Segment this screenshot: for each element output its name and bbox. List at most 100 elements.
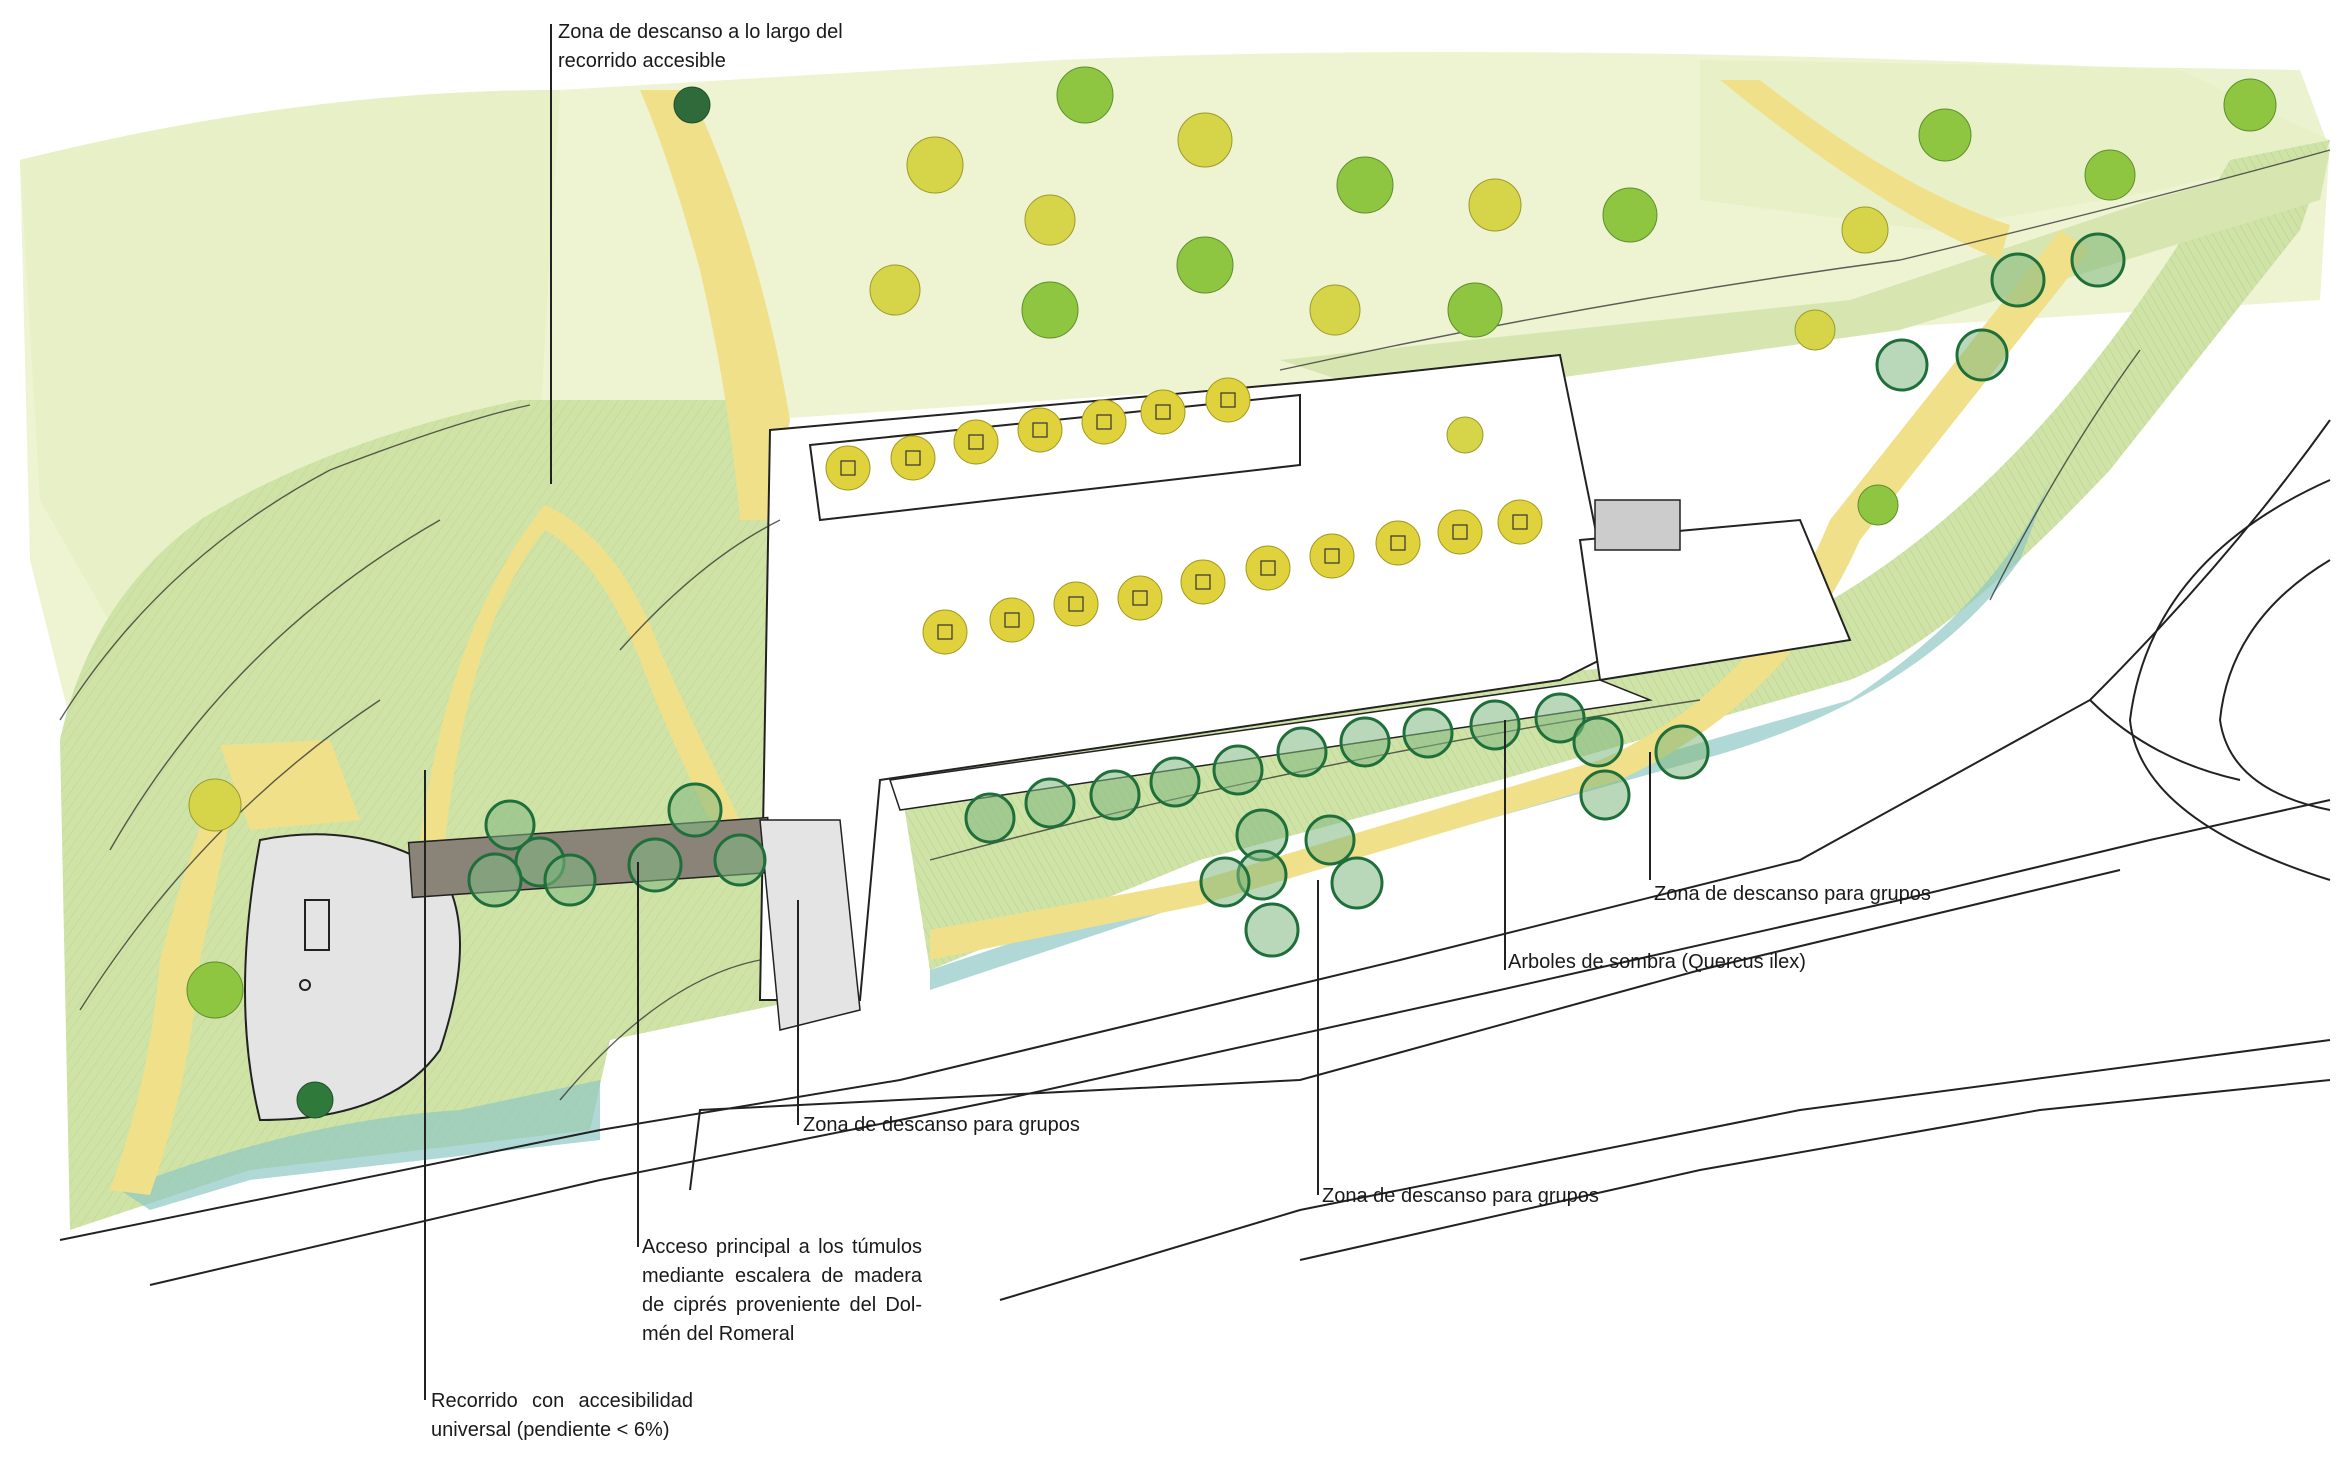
holm-oak-icon [667, 782, 723, 838]
label-text: Arboles de sombra (Quercus ilex) [1508, 951, 1806, 973]
label-groups-center: Zona de descanso para grupos [803, 1111, 1080, 1140]
cypress-tree-icon [1309, 533, 1355, 579]
holm-oak-icon [1089, 769, 1141, 821]
label-groups-bottom: Zona de descanso para grupos [1322, 1182, 1599, 1211]
olive-tree-icon [1021, 281, 1079, 339]
holm-oak-icon [1199, 856, 1251, 908]
label-line: Recorrido con accesibilidad [431, 1390, 693, 1412]
cypress-tree-icon [1053, 581, 1099, 627]
label-text: Zona de descanso para grupos [1322, 1185, 1599, 1207]
holm-oak-icon [1534, 692, 1586, 744]
circular-plaza [244, 833, 461, 1122]
cypress-tree-icon [953, 419, 999, 465]
holm-oak-icon [1304, 814, 1356, 866]
holm-oak-icon [1339, 716, 1391, 768]
olive-tree-icon [1447, 282, 1503, 338]
holm-oak-icon [1654, 724, 1710, 780]
cypress-tree-icon [1245, 545, 1291, 591]
road-edge-3 [689, 869, 2121, 1191]
holm-oak-icon [467, 852, 523, 908]
holm-oaks [467, 232, 2126, 958]
cypress-tree-icon [1140, 389, 1186, 435]
olive-tree-icon [1841, 206, 1889, 254]
road-edge-2 [149, 799, 2331, 1286]
olive-tree-icon [1446, 416, 1484, 454]
plaza-bench [304, 899, 330, 951]
olive-tree-icon [1468, 178, 1522, 232]
label-text: Zona de descanso para grupos [803, 1114, 1080, 1136]
holm-oak-icon [1402, 707, 1454, 759]
cypress-tree-icon [1017, 407, 1063, 453]
label-groups-right: Zona de descanso para grupos [1654, 880, 1931, 909]
leader-lines [424, 24, 1651, 1400]
meadow-area-north-east [1700, 60, 2330, 230]
label-line: Acceso principal a los túmulos [642, 1236, 922, 1258]
label-accessible-route: Recorrido con accesibilidad universal (p… [431, 1387, 693, 1445]
stairs [1594, 499, 1681, 551]
east-lower-plaza [889, 679, 1653, 811]
label-line: mediante escalera de madera [642, 1265, 922, 1287]
olive-tree-icon [1177, 112, 1233, 168]
holm-oak-icon [1875, 338, 1929, 392]
olive-tree-icon [869, 264, 921, 316]
cypress-tree-icon [1437, 509, 1483, 555]
holm-oak-icon [627, 837, 683, 893]
label-line: recorrido accesible [558, 50, 726, 72]
holm-oak-icon [1990, 252, 2046, 308]
accessible-loop-path [420, 505, 740, 840]
holm-oak-icon [713, 833, 767, 887]
holm-oak-icon [1024, 777, 1076, 829]
cypress-tree-icon [1375, 520, 1421, 566]
label-shade-trees: Arboles de sombra (Quercus ilex) [1508, 948, 1806, 977]
holm-oak-icon [1469, 699, 1521, 751]
olive-tree-icon [296, 1081, 334, 1119]
olive-tree-icon [1794, 309, 1836, 351]
cypress-row-south [922, 499, 1543, 655]
plaza-marker [299, 979, 311, 991]
label-main-access: Acceso principal a los túmulos mediante … [642, 1233, 922, 1349]
olive-tree-icon [188, 778, 242, 832]
holm-oak-icon [964, 792, 1016, 844]
olive-tree-icon [186, 961, 244, 1019]
holm-oak-icon [2070, 232, 2126, 288]
cypress-tree-icon [1205, 377, 1251, 423]
cypress-tree-icon [989, 597, 1035, 643]
meadow-area-north [20, 90, 560, 640]
label-text: Zona de descanso para grupos [1654, 883, 1931, 905]
branch-road [2089, 699, 2241, 781]
cypress-tree-icon [922, 609, 968, 655]
meadow-area [20, 52, 2330, 760]
holm-oak-icon [1330, 856, 1384, 910]
building-block [1578, 518, 1852, 682]
holm-oak-icon [1244, 902, 1300, 958]
label-line: universal (pendiente < 6%) [431, 1419, 670, 1441]
olive-tree-icon [2223, 78, 2277, 132]
cypress-row-north [825, 377, 1251, 491]
cypress-tree-icon [890, 435, 936, 481]
olive-tree-icon [1602, 187, 1658, 243]
olive-tree-icon [1309, 284, 1361, 336]
olive-tree-icon [1857, 484, 1899, 526]
west-hill-shade [120, 1080, 600, 1210]
holm-oak-icon [543, 853, 597, 907]
olive-tree-icon [1024, 194, 1076, 246]
olive-tree-icon [1336, 156, 1394, 214]
olive-tree-icon [673, 86, 711, 124]
holm-oak-icon [1572, 716, 1624, 768]
cypress-tree-icon [1081, 399, 1127, 445]
roundabout [2128, 479, 2331, 881]
road-edge-1 [59, 419, 2331, 1241]
road-edge-4 [999, 1039, 2331, 1301]
olive-tree-icon [1056, 66, 1114, 124]
cypress-tree-icon [1180, 559, 1226, 605]
olive-tree-icon [1918, 108, 1972, 162]
olive-tree-icon [2084, 149, 2136, 201]
label-line: mén del Romeral [642, 1323, 795, 1345]
cypress-tree-icon [825, 445, 871, 491]
holm-oak-icon [1212, 744, 1264, 796]
label-rest-accessible: Zona de descanso a lo largo del recorrid… [558, 18, 843, 76]
holm-oak-icon [1579, 769, 1631, 821]
cypress-tree-icon [1497, 499, 1543, 545]
roundabout-inner [2218, 559, 2331, 811]
